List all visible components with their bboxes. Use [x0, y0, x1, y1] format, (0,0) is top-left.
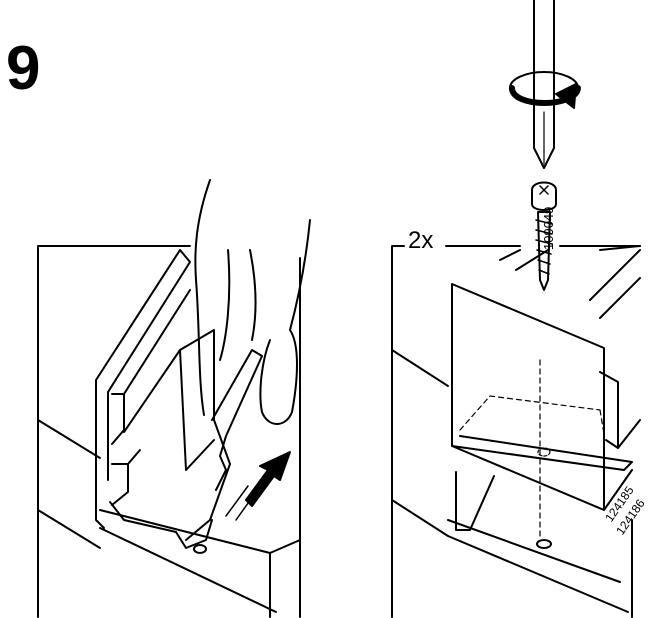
push-up-arrow-icon	[245, 451, 291, 507]
rail-profile	[95, 249, 191, 529]
step-number: 9	[6, 34, 41, 103]
screw-hole	[536, 539, 552, 549]
mounting-plate-hidden-edge	[459, 359, 605, 541]
push-up-arrow-outline	[225, 485, 257, 521]
mounting-plate	[451, 283, 633, 511]
screw-icon	[531, 181, 557, 291]
cabinet-right-side	[391, 349, 629, 613]
quantity-label: 2x	[405, 229, 437, 253]
cabinet-side	[37, 419, 277, 613]
left-panel	[37, 179, 311, 618]
right-panel-frame	[391, 245, 641, 618]
rail-profile-right	[455, 245, 641, 531]
screw-part-number: 109049	[541, 206, 556, 250]
left-panel-frame	[37, 245, 301, 618]
hand	[194, 179, 311, 425]
rail-channel	[109, 501, 213, 549]
mounting-hole	[193, 544, 207, 554]
plate-hole	[537, 447, 551, 457]
clip-part	[123, 329, 263, 541]
cabinet-top-edge	[99, 509, 301, 618]
rotate-clockwise-arrow-icon	[509, 71, 581, 109]
screwdriver-icon	[533, 0, 555, 169]
right-panel	[391, 0, 641, 618]
